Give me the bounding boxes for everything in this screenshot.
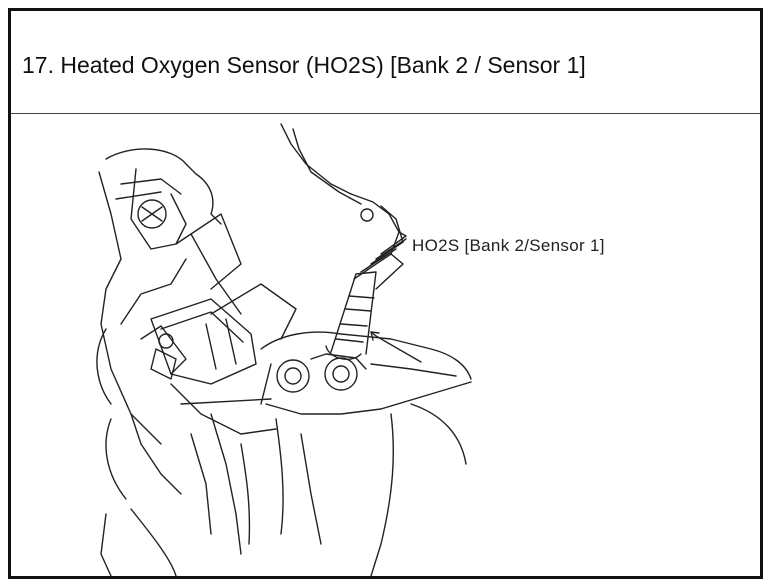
sensor-illustration [11, 114, 760, 577]
bracket-assembly [140, 283, 297, 435]
sensor-callout-label: HO2S [Bank 2/Sensor 1] [412, 236, 605, 255]
title-bar: 17. Heated Oxygen Sensor (HO2S) [Bank 2 … [11, 11, 760, 114]
page-title: 17. Heated Oxygen Sensor (HO2S) [Bank 2 … [22, 52, 586, 78]
callout-leader [370, 331, 422, 363]
page-frame: 17. Heated Oxygen Sensor (HO2S) [Bank 2 … [8, 8, 763, 579]
faint-header-artifact [22, 0, 142, 11]
oxygen-sensor [280, 123, 407, 360]
exhaust-pipe [190, 331, 472, 577]
engine-block [96, 148, 242, 577]
